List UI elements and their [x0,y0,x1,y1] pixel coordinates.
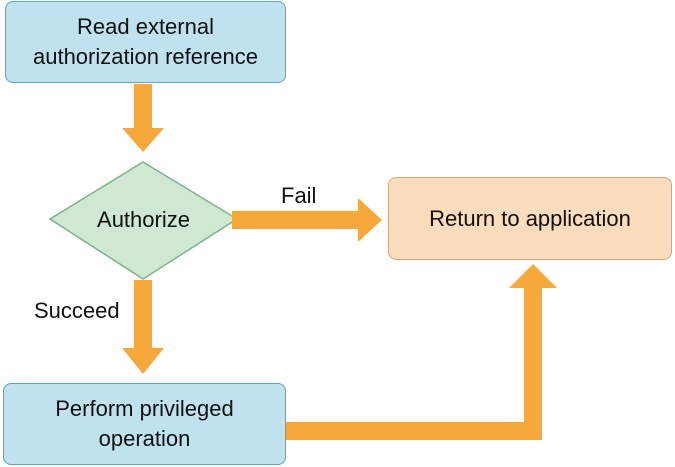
succeed-label: Succeed [34,298,120,323]
arrow-fail [232,198,382,242]
arrow-read-to-authorize [122,84,164,152]
authorize-label: Authorize [97,207,190,232]
arrow-succeed [122,280,164,374]
fail-label: Fail [281,183,317,208]
arrow-perform-to-return [285,264,557,440]
return-to-application-node: Return to application [388,177,672,260]
authorize-diamond [48,161,239,280]
perform-operation-node: Perform privileged operation [3,383,286,465]
read-reference-node: Read external authorization reference [5,1,286,83]
